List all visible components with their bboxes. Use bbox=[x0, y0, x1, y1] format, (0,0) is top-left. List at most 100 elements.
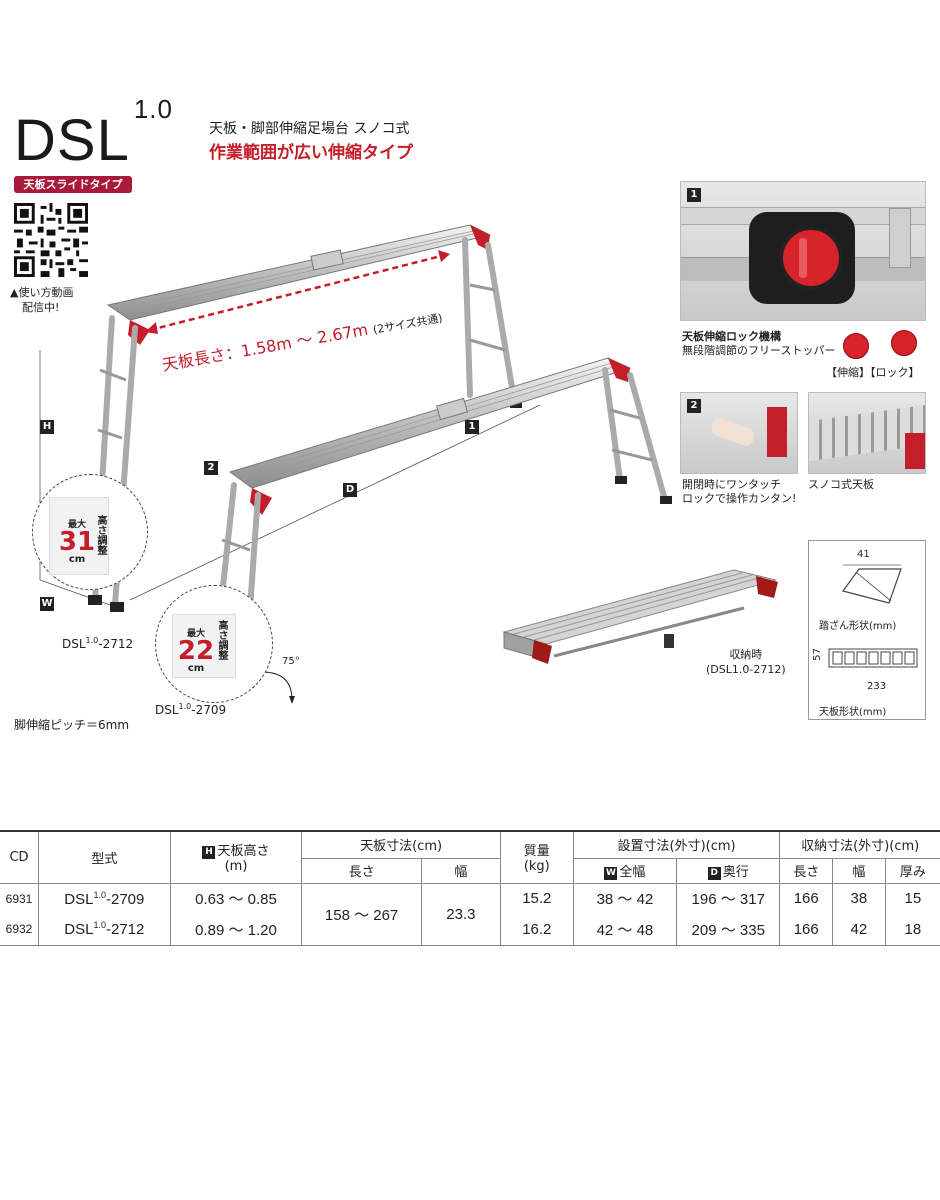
top-width: 233 bbox=[867, 681, 887, 692]
zoom-small-label: 高さ調整 bbox=[216, 620, 227, 660]
th-weight: 質量(kg) bbox=[500, 831, 574, 883]
table-row: 6931 DSL1.0-2709 0.63 ～ 0.85 158 ～ 267 2… bbox=[0, 883, 940, 945]
cell-height: 0.89 ～ 1.20 bbox=[170, 914, 303, 945]
photo2-line2: ロックで操作カンタン! bbox=[682, 492, 797, 505]
cross-section-diagrams: 41 踏ざん形状(mm) 57 233 天板形状(mm) bbox=[808, 540, 926, 720]
th-install: 設置寸法(外寸)(cm) bbox=[573, 831, 781, 859]
stretch-dial-icon bbox=[843, 333, 869, 359]
photo2-line1: 開閉時にワンタッチ bbox=[682, 478, 781, 491]
qr-caption-line2: 配信中! bbox=[22, 301, 60, 314]
cap-2712-model: DSL bbox=[62, 637, 86, 651]
storage-line2: (DSL1.0-2712) bbox=[706, 663, 786, 676]
storage-caption: 収納時 (DSL1.0-2712) bbox=[706, 647, 786, 677]
dim-d-label: D bbox=[343, 483, 357, 497]
caption-model-2712: DSL1.0-2712 bbox=[62, 636, 133, 651]
cell-width: 38 ～ 42 bbox=[573, 883, 678, 914]
zoom-large-value: 最大 31 cm bbox=[57, 517, 97, 565]
cap-2712-num: -2712 bbox=[98, 637, 134, 651]
cell-depth: 196 ～ 317 bbox=[676, 883, 781, 914]
cell-model: DSL1.0-2709 bbox=[38, 883, 171, 914]
zoom-block-large bbox=[49, 497, 109, 575]
step-width: 41 bbox=[857, 549, 870, 560]
leg-pitch-note: 脚伸縮ピッチ＝6mm bbox=[14, 718, 130, 732]
cell-weight: 15.2 bbox=[500, 883, 574, 914]
cell-storage-w: 38 bbox=[832, 883, 886, 914]
photo1-badge: 1 bbox=[687, 188, 701, 202]
cell-model-num: -2709 bbox=[105, 890, 145, 908]
platform-illustration bbox=[39, 224, 672, 704]
cap-2709-num: -2709 bbox=[191, 703, 227, 717]
badge-2: 2 bbox=[204, 461, 218, 475]
step-caption: 踏ざん形状(mm) bbox=[819, 621, 897, 632]
top-caption: 天板形状(mm) bbox=[819, 707, 887, 718]
photo1-title: 天板伸縮ロック機構 bbox=[682, 330, 781, 343]
cell-storage-t: 18 bbox=[904, 920, 922, 938]
h-badge: H bbox=[202, 846, 216, 860]
qr-caption: ▲使い方動画 配信中! bbox=[10, 285, 73, 315]
cell-model: DSL1.0-2712 bbox=[38, 914, 171, 945]
zoom-large-label: 高さ調整 bbox=[95, 515, 106, 555]
th-height-unit: (m) bbox=[224, 859, 248, 875]
cell-top-width: 23.3 bbox=[421, 883, 501, 945]
th-cd: CD bbox=[0, 831, 39, 883]
cell-depth: 209 ～ 335 bbox=[676, 914, 781, 945]
th-storage-w: 幅 bbox=[832, 858, 886, 883]
th-storage-len: 長さ bbox=[779, 858, 834, 883]
cell-storage-len: 166 bbox=[779, 883, 834, 914]
model-name: DSL bbox=[14, 108, 130, 173]
zoom-small-number: 22 bbox=[177, 636, 215, 666]
cell-model-ver: 1.0 bbox=[93, 889, 106, 900]
th-storage: 収納寸法(外寸)(cm) bbox=[779, 831, 940, 859]
height-zoom-small: 最大 22 cm 高さ調整 bbox=[155, 585, 273, 703]
table-row: 6932 DSL1.0-2712 0.89 ～ 1.20 16.2 42 ～ 4… bbox=[0, 914, 940, 945]
cell-cd: 6931 bbox=[0, 883, 39, 914]
lock-labels: 【伸縮】【ロック】 bbox=[826, 366, 920, 379]
th-weight-label: 質量 bbox=[523, 844, 550, 860]
zoom-large-max: 最大 bbox=[67, 520, 86, 530]
top-height: 57 bbox=[811, 648, 823, 661]
w-badge: W bbox=[604, 867, 618, 880]
th-install-d-label: 奥行 bbox=[722, 865, 749, 880]
qr-code-icon[interactable] bbox=[14, 203, 88, 277]
top-shape-icon bbox=[828, 648, 918, 668]
cell-cd: 6932 bbox=[0, 914, 39, 945]
th-model: 型式 bbox=[38, 831, 171, 883]
cell-model-name: DSL bbox=[64, 921, 94, 939]
badge-1: 1 bbox=[465, 420, 479, 434]
lock-dial-icon bbox=[779, 226, 843, 290]
height-zoom-large: 最大 31 cm 高さ調整 bbox=[32, 474, 148, 590]
th-top-width: 幅 bbox=[421, 858, 501, 883]
length-arrow bbox=[149, 253, 446, 332]
storage-illustration bbox=[502, 569, 778, 664]
cell-height: 0.63 ～ 0.85 bbox=[170, 883, 303, 914]
cap-2709-ver: 1.0 bbox=[178, 702, 192, 711]
storage-line1: 収納時 bbox=[729, 648, 763, 661]
th-storage-t: 厚み bbox=[899, 865, 926, 880]
photo-lock-mechanism: 1 bbox=[680, 181, 926, 321]
photo-slatted-top bbox=[808, 392, 926, 474]
product-subtitle: 天板・脚部伸縮足場台 スノコ式 bbox=[209, 121, 410, 137]
model-version: 1.0 bbox=[133, 93, 173, 124]
qr-caption-line1: ▲使い方動画 bbox=[10, 286, 74, 299]
photo2-caption: 開閉時にワンタッチ ロックで操作カンタン! bbox=[682, 478, 796, 506]
cell-storage-len: 166 bbox=[779, 914, 834, 945]
dim-w-label: W bbox=[40, 597, 54, 611]
th-height-label: 天板高さ bbox=[217, 844, 270, 860]
cell-weight: 16.2 bbox=[500, 914, 574, 945]
cell-top-length: 158 ～ 267 bbox=[301, 883, 422, 945]
product-tagline: 作業範囲が広い伸縮タイプ bbox=[209, 143, 413, 163]
cell-width: 42 ～ 48 bbox=[573, 914, 678, 945]
lock-dot-icon bbox=[891, 330, 917, 356]
dim-h-label: H bbox=[40, 420, 54, 434]
type-badge: 天板スライドタイプ bbox=[14, 176, 132, 193]
th-top-length: 長さ bbox=[301, 858, 422, 883]
photo1-desc: 無段階調節のフリーストッパー bbox=[682, 344, 836, 357]
zoom-small-value: 最大 22 cm bbox=[176, 626, 216, 674]
cell-storage-t: 15 bbox=[904, 890, 922, 908]
th-top-dims: 天板寸法(cm) bbox=[301, 831, 501, 859]
caption-model-2709: DSL1.0-2709 bbox=[155, 702, 226, 717]
